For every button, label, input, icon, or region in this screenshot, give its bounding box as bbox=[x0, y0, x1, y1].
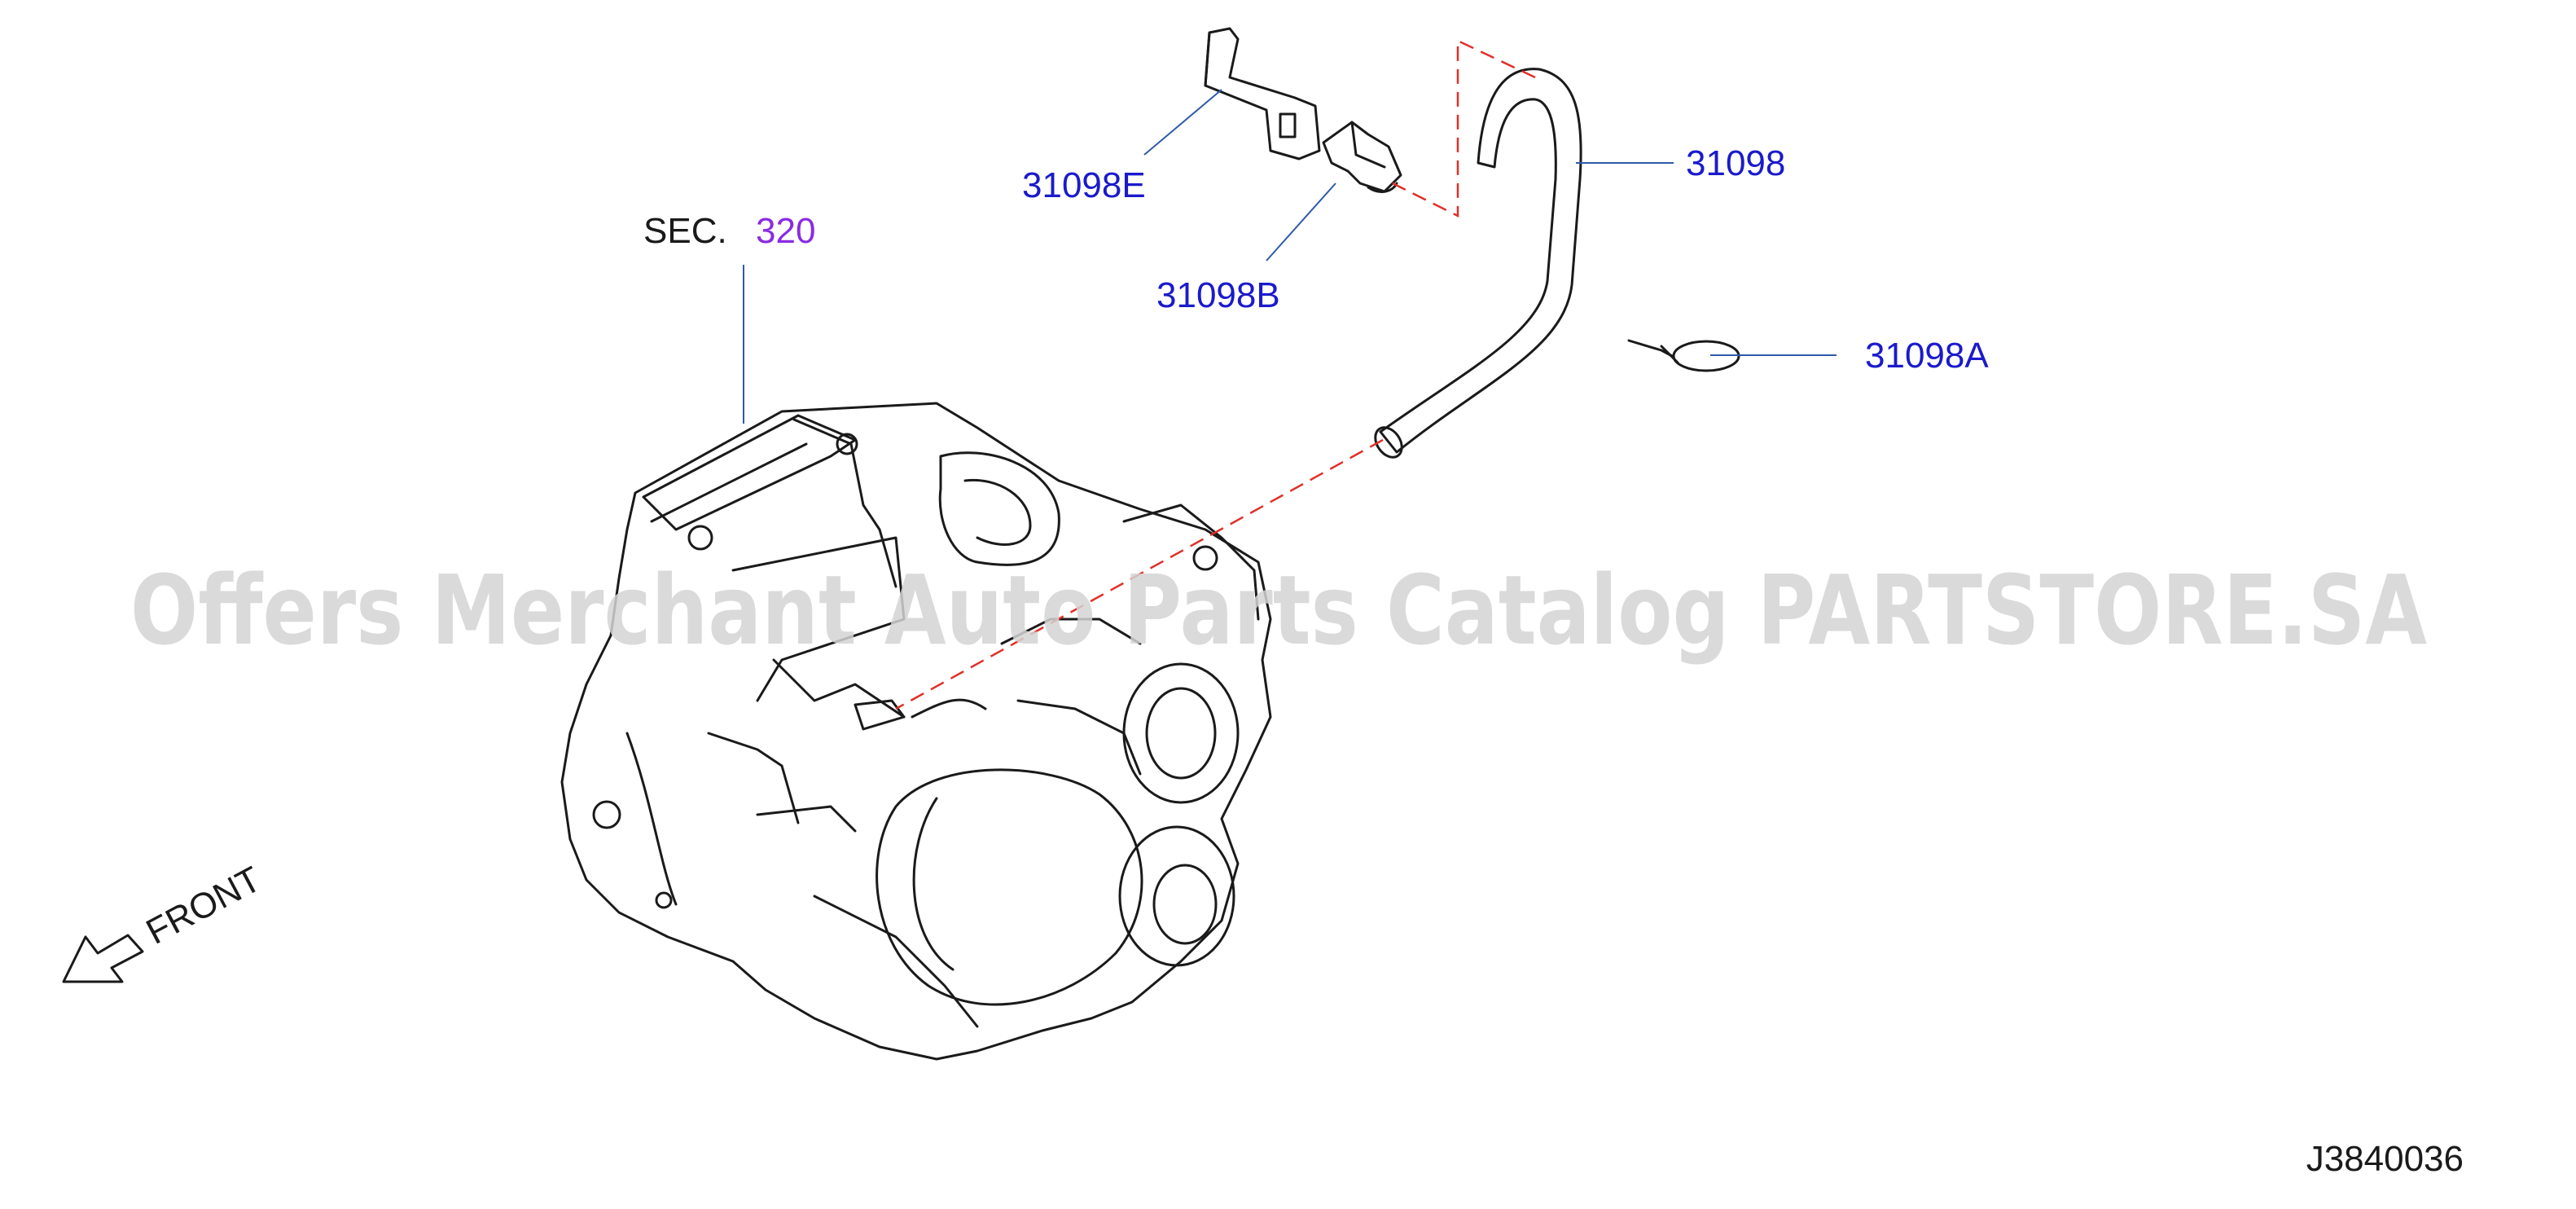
section-number-label[interactable]: 320 bbox=[756, 211, 815, 251]
clip-drawing bbox=[1322, 121, 1402, 193]
watermark-text: Offers Merchant Auto Parts Catalog PARTS… bbox=[130, 554, 2427, 666]
breather-hose-drawing bbox=[1374, 68, 1582, 459]
dashed-alignment-lines bbox=[895, 39, 1536, 710]
bracket-drawing bbox=[1204, 27, 1321, 160]
transmission-assembly-drawing bbox=[560, 402, 1272, 1061]
front-arrow-icon bbox=[62, 934, 144, 983]
clip-to-hose-dash bbox=[1392, 39, 1536, 218]
part-label-31098E[interactable]: 31098E bbox=[1022, 165, 1146, 205]
part-label-31098B[interactable]: 31098B bbox=[1156, 275, 1280, 315]
part-label-31098[interactable]: 31098 bbox=[1686, 143, 1785, 183]
leader-lines bbox=[743, 89, 1837, 424]
front-label: FRONT bbox=[140, 859, 268, 952]
clip-leader bbox=[1266, 182, 1336, 262]
section-prefix-label: SEC. bbox=[643, 211, 727, 251]
bracket-leader bbox=[1143, 89, 1222, 156]
front-direction-arrow: FRONT bbox=[62, 859, 268, 983]
part-label-31098A[interactable]: 31098A bbox=[1865, 336, 1989, 376]
diagram-id-label: J3840036 bbox=[2306, 1139, 2464, 1179]
hose-to-transmission-dash bbox=[895, 438, 1384, 710]
